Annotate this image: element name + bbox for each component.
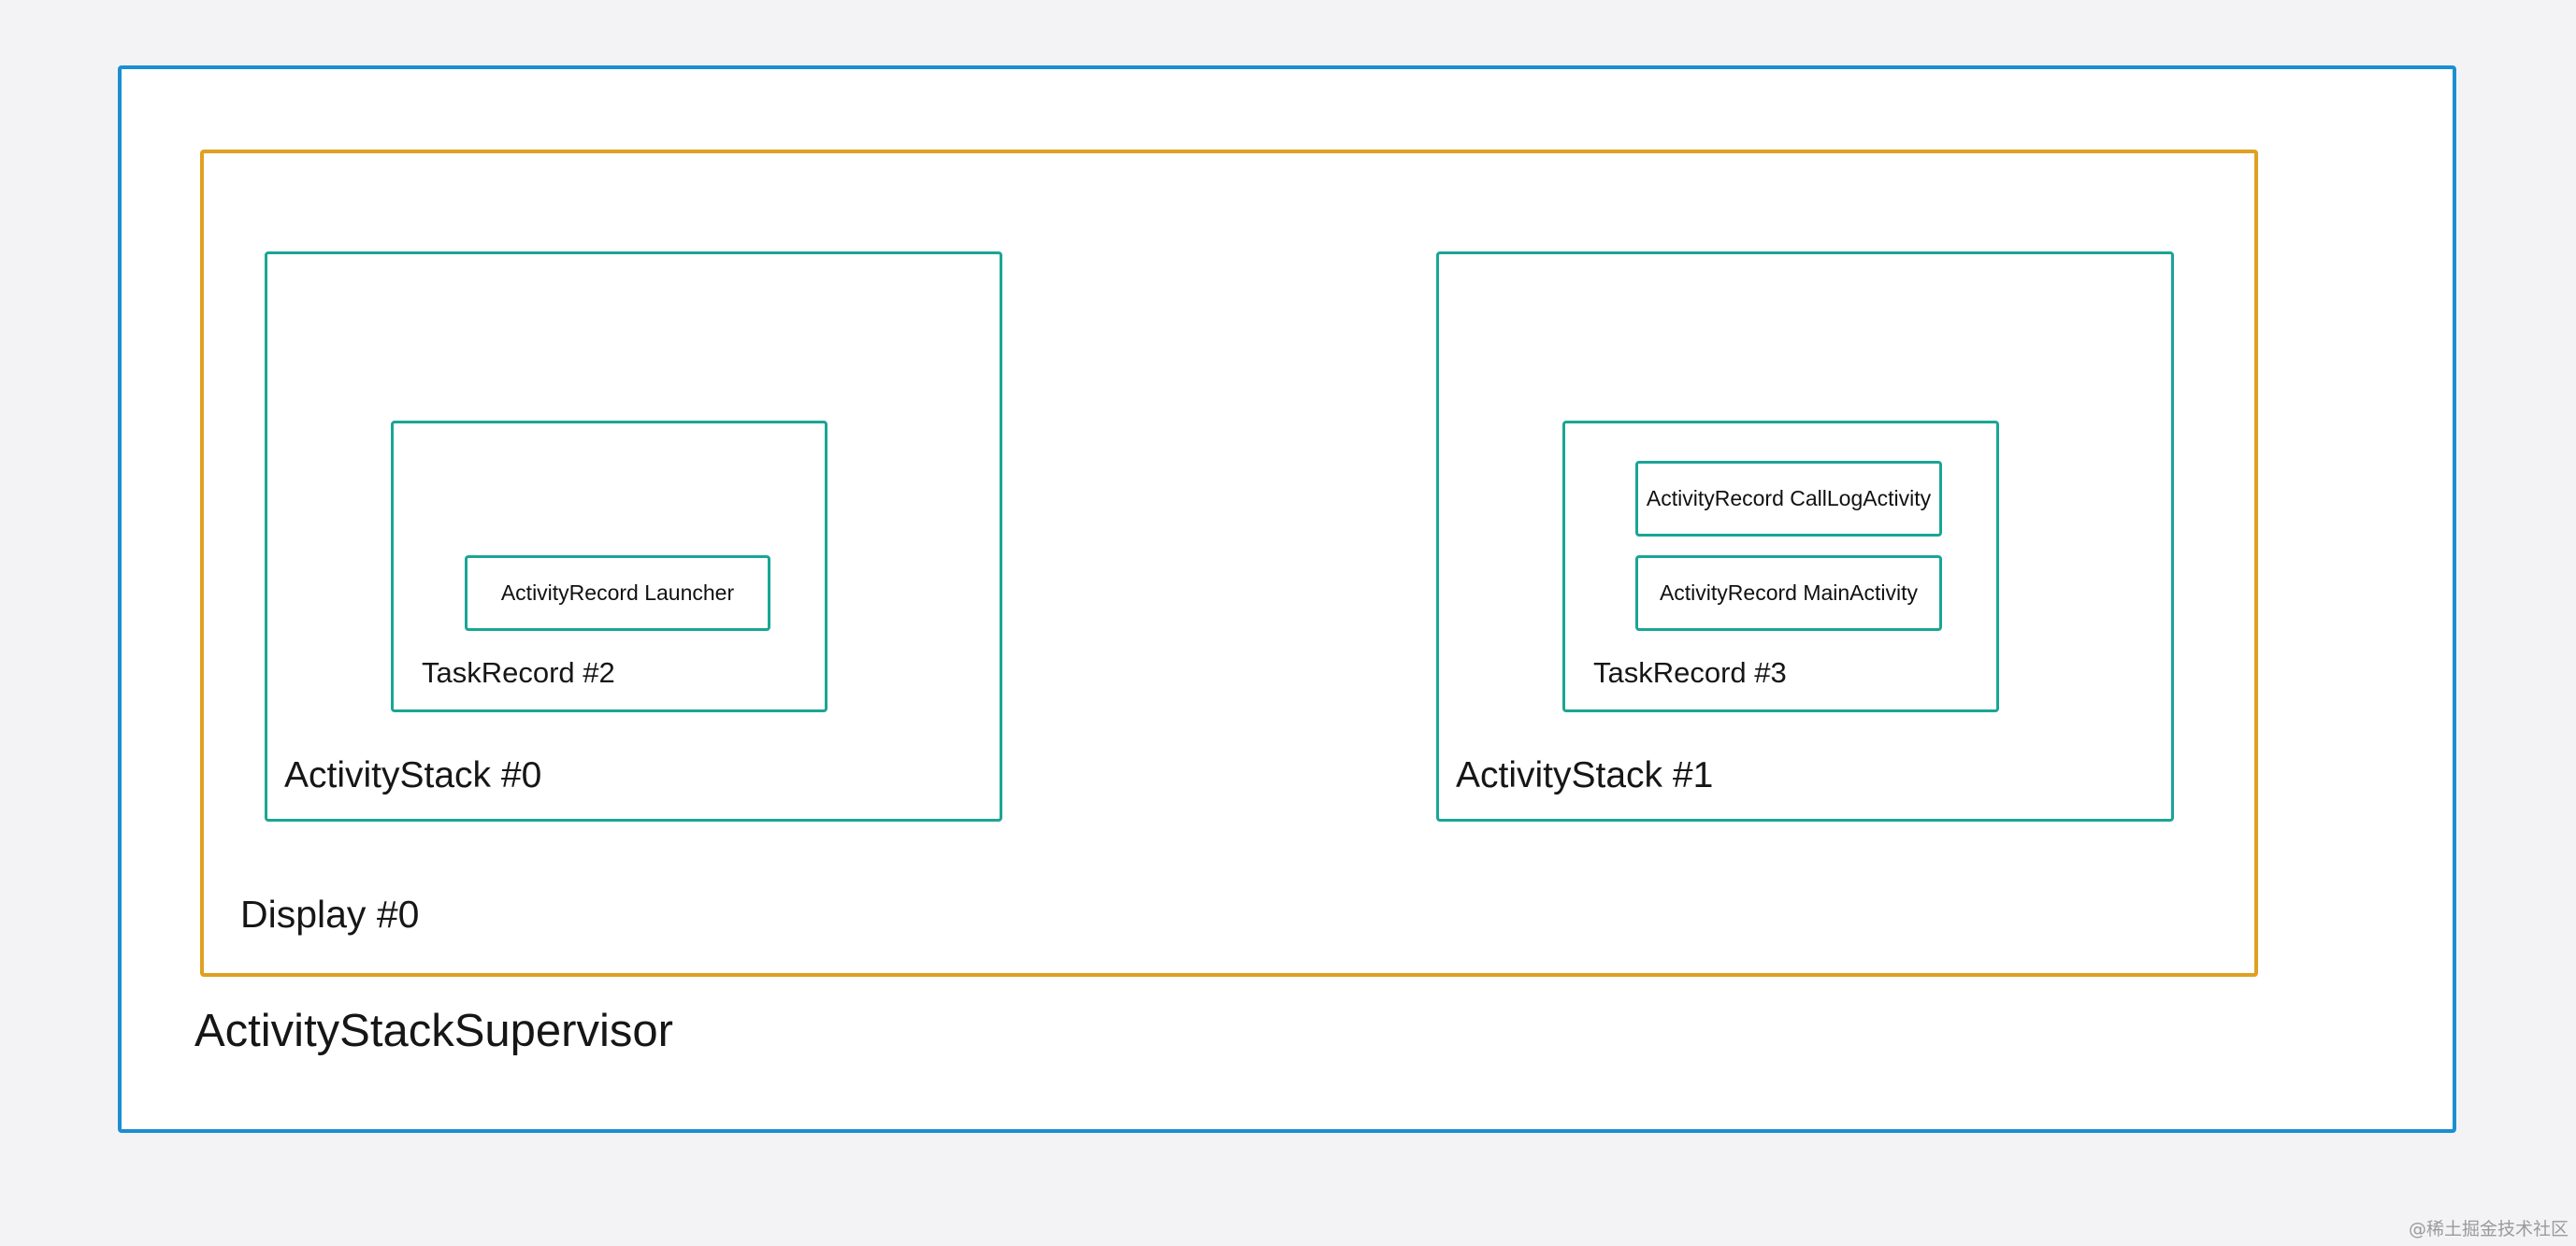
display-label: Display #0 — [240, 893, 420, 936]
watermark: @稀土掘金技术社区 — [2408, 1219, 2569, 1239]
task-record-2-label: TaskRecord #2 — [422, 656, 615, 689]
activity-stack-0-label: ActivityStack #0 — [284, 755, 542, 795]
activity-record-main: ActivityRecord MainActivity — [1635, 555, 1942, 631]
activity-stack-1-label: ActivityStack #1 — [1456, 755, 1714, 795]
activity-record-launcher: ActivityRecord Launcher — [465, 555, 770, 631]
supervisor-label: ActivityStackSupervisor — [194, 1006, 673, 1056]
task-record-3-label: TaskRecord #3 — [1593, 656, 1787, 689]
activity-record-calllog: ActivityRecord CallLogActivity — [1635, 461, 1942, 537]
